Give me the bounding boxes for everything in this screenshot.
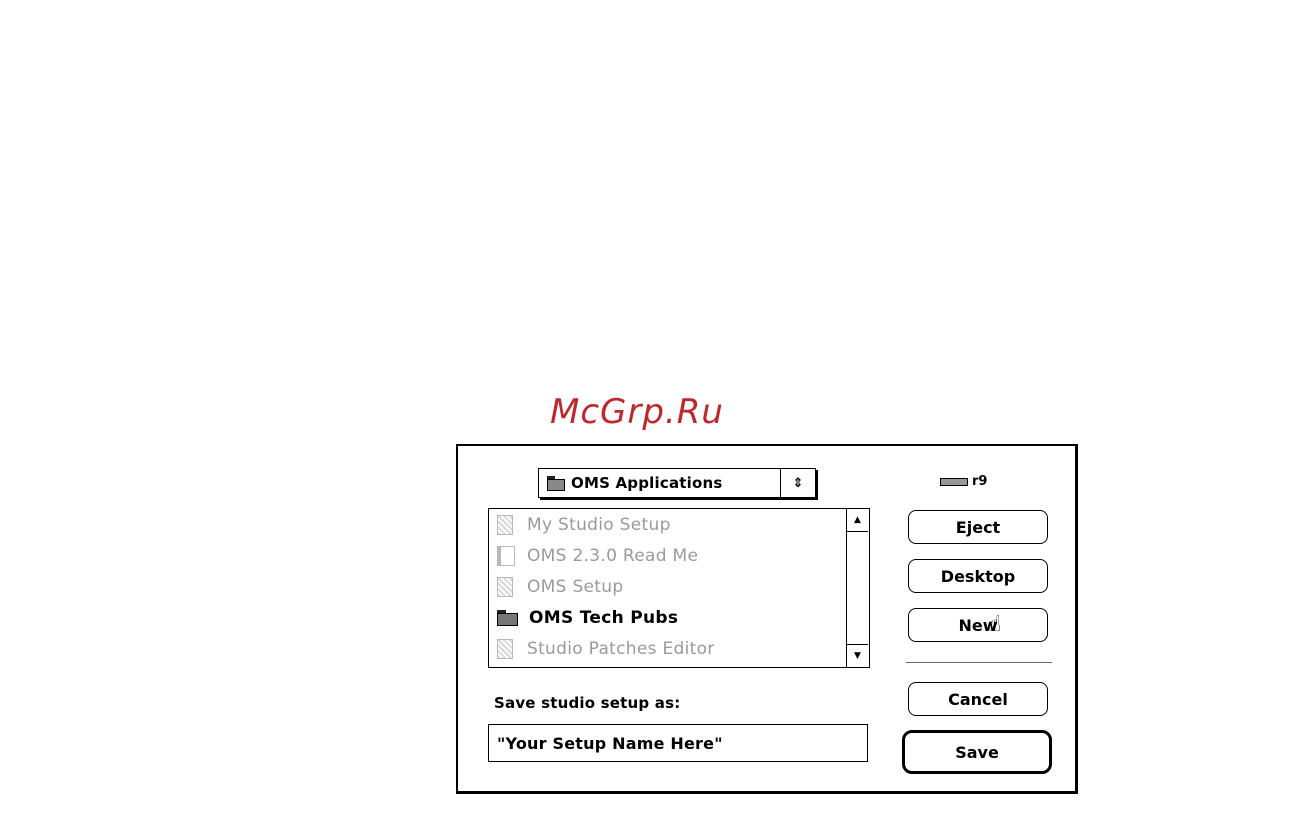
- list-item: Studio Patches Editor: [489, 633, 847, 664]
- document-icon: [497, 639, 513, 659]
- desktop-button[interactable]: Desktop: [908, 559, 1048, 593]
- folder-popup-menu[interactable]: OMS Applications ⇕: [538, 468, 816, 498]
- list-item-label: My Studio Setup: [527, 515, 671, 535]
- list-item-label: Studio Patches Editor: [527, 639, 715, 659]
- folder-icon: [497, 610, 519, 626]
- scroll-down-arrow-icon[interactable]: ▼: [847, 644, 868, 667]
- file-list-scrollbar[interactable]: ▲ ▼: [846, 509, 869, 667]
- button-divider: [906, 662, 1052, 663]
- new-folder-button[interactable]: New: [908, 608, 1048, 642]
- file-list-items: My Studio Setup OMS 2.3.0 Read Me OMS Se…: [489, 509, 847, 667]
- disk-icon: [940, 478, 968, 486]
- folder-icon: [547, 476, 565, 490]
- disk-indicator: r9: [940, 474, 987, 489]
- list-item: OMS 2.3.0 Read Me: [489, 540, 847, 571]
- watermark-text: McGrp.Ru: [550, 392, 724, 432]
- folder-popup-label-area: OMS Applications: [539, 469, 781, 497]
- save-button[interactable]: Save: [902, 730, 1052, 774]
- list-item-label: OMS Setup: [527, 577, 623, 597]
- eject-button[interactable]: Eject: [908, 510, 1048, 544]
- setup-name-input[interactable]: [488, 724, 868, 762]
- list-item[interactable]: OMS Tech Pubs: [489, 602, 847, 633]
- disk-label: r9: [972, 474, 987, 489]
- folder-popup-label: OMS Applications: [571, 474, 723, 492]
- list-item-label: OMS Tech Pubs: [529, 608, 678, 628]
- save-dialog: OMS Applications ⇕ r9 My Studio Setup OM…: [456, 444, 1078, 794]
- list-item-label: OMS 2.3.0 Read Me: [527, 546, 698, 566]
- book-icon: [497, 546, 515, 566]
- document-icon: [497, 515, 513, 535]
- list-item: My Studio Setup: [489, 509, 847, 540]
- document-icon: [497, 577, 513, 597]
- file-list[interactable]: My Studio Setup OMS 2.3.0 Read Me OMS Se…: [488, 508, 870, 668]
- cancel-button[interactable]: Cancel: [908, 682, 1048, 716]
- popup-arrows-icon: ⇕: [781, 469, 815, 497]
- scroll-up-arrow-icon[interactable]: ▲: [847, 509, 868, 532]
- save-as-label: Save studio setup as:: [494, 694, 680, 712]
- list-item: OMS Setup: [489, 571, 847, 602]
